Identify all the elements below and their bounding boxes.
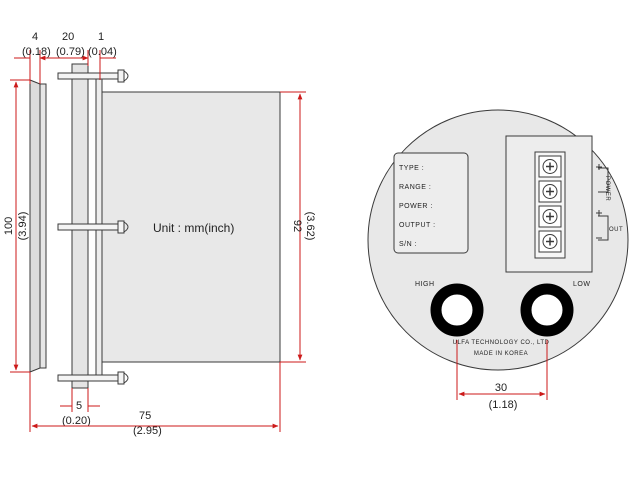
dim-1-mm: 1: [98, 31, 104, 43]
dim-20-inch: (0.79): [56, 46, 85, 58]
terminal-screw-icon: [538, 230, 562, 253]
height-100-inch: (3.94): [17, 212, 29, 241]
high-label: HIGH: [415, 281, 435, 288]
power-bracket: [596, 164, 609, 193]
nameplate-type: TYPE :: [399, 165, 424, 172]
dim-5-inch: (0.20): [62, 415, 91, 427]
nameplate-sn: S/N :: [399, 241, 417, 248]
out-bracket: [596, 210, 609, 241]
spacing-30-mm: 30: [495, 382, 507, 394]
nameplate-output: OUTPUT :: [399, 222, 436, 229]
terminal-screw-icon: [538, 205, 562, 228]
terminal-screw-icon: [538, 180, 562, 203]
spacing-30-inch: (1.18): [489, 399, 518, 411]
power-label: POWER: [604, 176, 610, 201]
bottom-screw: [57, 371, 129, 385]
dim-75-inch: (2.95): [133, 425, 162, 437]
top-dimensions: [14, 50, 116, 84]
nameplate: [393, 152, 469, 254]
meter-body: [101, 91, 281, 363]
out-label: OUT: [609, 227, 623, 233]
terminal-screws: [538, 155, 562, 253]
top-screw: [57, 69, 129, 83]
height-100-mm: 100: [3, 217, 15, 235]
rear-view: TYPE : RANGE : POWER : OUTPUT : S/N :: [367, 109, 629, 411]
dim-4-inch: (0.18): [22, 46, 51, 58]
nameplate-power: POWER :: [399, 203, 433, 210]
unit-label: Unit : mm(inch): [153, 221, 234, 235]
high-jack: [430, 283, 484, 337]
front-bezel: [29, 79, 41, 373]
height-92-mm: 92: [291, 220, 303, 232]
made-in-text: MADE IN KOREA: [474, 351, 528, 357]
maker-text: ULFA TECHNOLOGY CO., LTD: [453, 340, 550, 346]
low-jack: [520, 283, 574, 337]
dim-20-mm: 20: [62, 31, 74, 43]
middle-screw: [57, 220, 129, 234]
height-92-inch: (3.62): [304, 212, 316, 241]
low-label: LOW: [573, 281, 590, 288]
terminal-screw-icon: [538, 155, 562, 178]
dim-75-mm: 75: [139, 410, 151, 422]
dim-4-mm: 4: [32, 31, 38, 43]
dim-5-mm: 5: [76, 400, 82, 412]
nameplate-range: RANGE :: [399, 184, 431, 191]
dim-1-inch: (0.04): [88, 46, 117, 58]
side-view: Unit : mm(inch) 4 (0.18) 20 (0.79) 1 (0.…: [3, 31, 316, 437]
